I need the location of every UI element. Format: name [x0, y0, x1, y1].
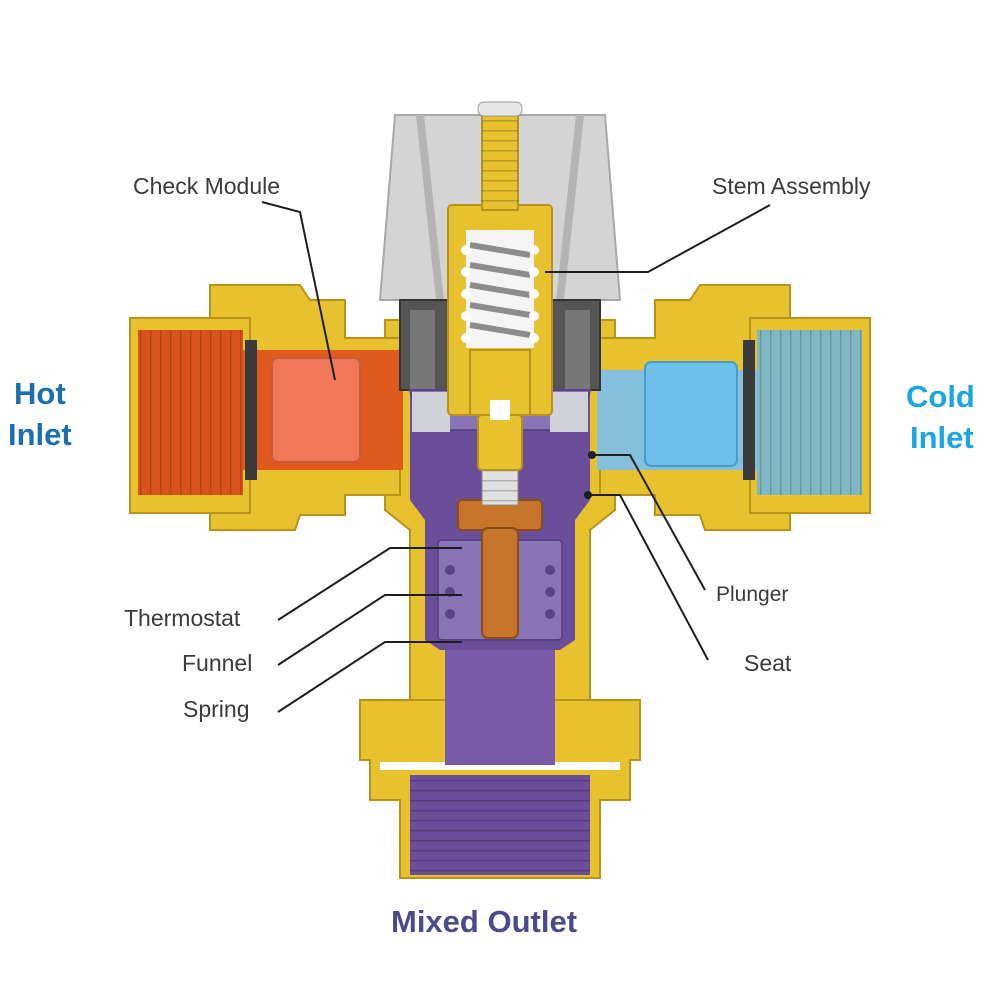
- label-stem-assembly: Stem Assembly: [712, 173, 871, 199]
- label-seat: Seat: [744, 650, 792, 676]
- leader-plunger: [592, 454, 706, 591]
- stem-lower: [469, 349, 531, 416]
- hot-inlet-water: [138, 330, 403, 495]
- label-plunger: Plunger: [716, 583, 788, 606]
- label-funnel: Funnel: [182, 650, 252, 676]
- label-mixed-outlet: Mixed Outlet: [391, 904, 577, 939]
- leader-check-module: [261, 201, 336, 381]
- copper-piston-rod: [481, 527, 519, 639]
- leader-seat: [588, 494, 709, 661]
- leader-spring: [277, 641, 462, 713]
- label-spring: Spring: [183, 696, 249, 722]
- stem-assembly: [447, 101, 553, 471]
- cold-check-module: [644, 361, 738, 467]
- leader-thermostat: [277, 547, 462, 621]
- leader-lines: [261, 201, 771, 713]
- label-check-module: Check Module: [133, 173, 280, 199]
- label-cold-line2: Inlet: [910, 420, 974, 455]
- leader-funnel: [277, 594, 462, 666]
- leader-stem-assembly: [545, 204, 771, 273]
- label-hot-line2: Inlet: [8, 417, 72, 452]
- cold-inlet-water: [597, 330, 862, 495]
- stem-dots: [461, 245, 539, 343]
- stem-spring: [469, 242, 531, 338]
- outlet-gap: [380, 762, 620, 770]
- hot-check-module: [271, 357, 361, 463]
- outlet-passage: [445, 650, 555, 765]
- label-thermostat: Thermostat: [124, 605, 241, 631]
- stem-top-cap: [477, 101, 523, 117]
- label-cold-line1: Cold: [906, 379, 975, 414]
- label-hot-line1: Hot: [14, 376, 66, 411]
- plunger-core: [477, 414, 523, 471]
- thermostat-assembly: [437, 464, 563, 641]
